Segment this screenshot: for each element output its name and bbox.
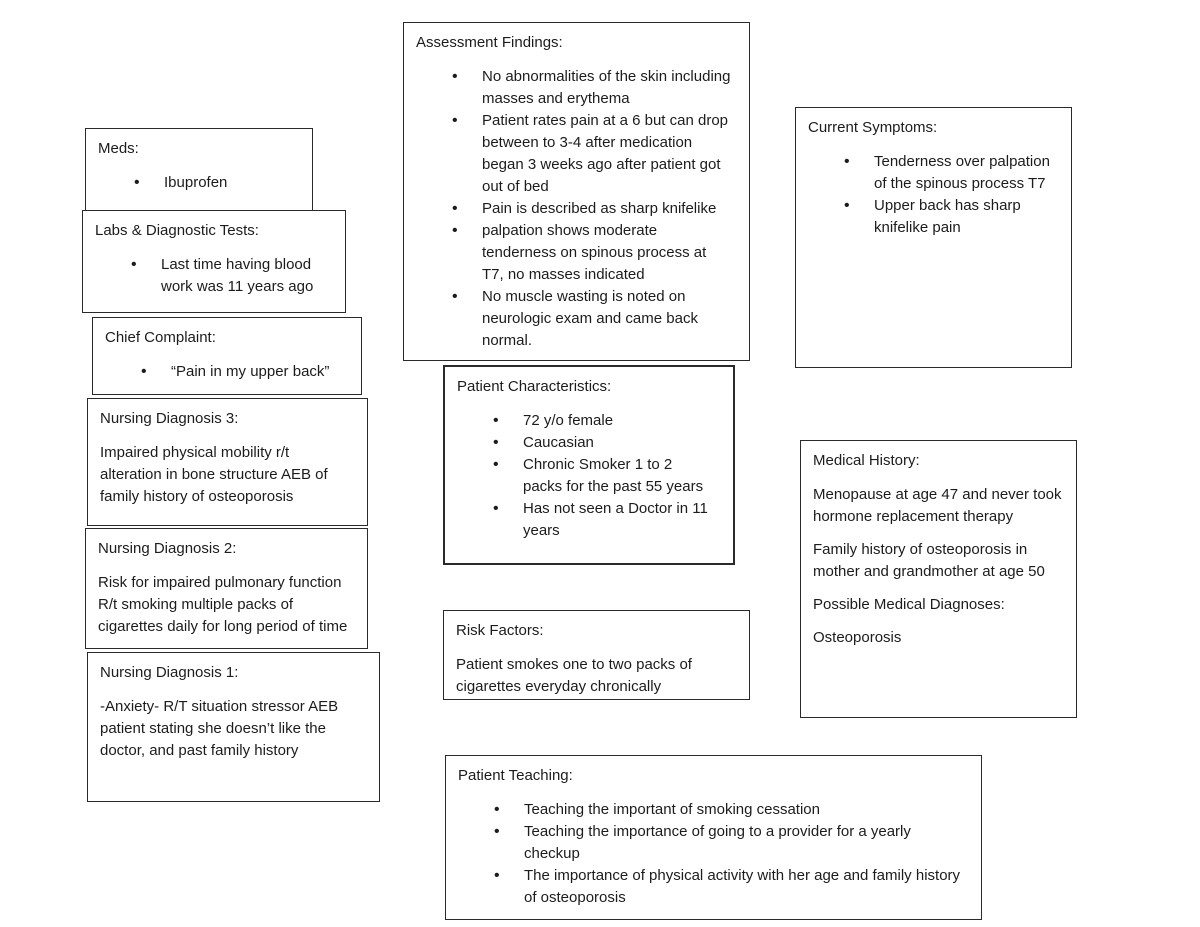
bullet-item: Pain is described as sharp knifelike — [452, 198, 731, 220]
current-symptoms-bullet-list: Tenderness over palpation of the spinous… — [808, 151, 1059, 239]
risk-factors-text: Patient smokes one to two packs of cigar… — [456, 654, 737, 698]
labs-title: Labs & Diagnostic Tests: — [95, 222, 259, 239]
current-symptoms-title: Current Symptoms: — [808, 119, 938, 136]
risk-factors-title: Risk Factors: — [456, 622, 544, 639]
medical-history-title: Medical History: — [813, 452, 920, 469]
nursing-diagnosis-1-title: Nursing Diagnosis 1: — [100, 664, 239, 681]
assessment-findings-bullet-list: No abnormalities of the skin including m… — [416, 66, 737, 352]
assessment-findings-title: Assessment Findings: — [416, 34, 563, 51]
bullet-item: Teaching the importance of going to a pr… — [494, 821, 963, 865]
bullet-item: 72 y/o female — [493, 410, 715, 432]
bullet-item: Ibuprofen — [134, 172, 294, 194]
paragraph: Impaired physical mobility r/t alteratio… — [100, 444, 328, 505]
chief-complaint-title: Chief Complaint: — [105, 329, 216, 346]
bullet-item: Caucasian — [493, 432, 715, 454]
nursing-diagnosis-2-title: Nursing Diagnosis 2: — [98, 540, 237, 557]
paragraph: Risk for impaired pulmonary function R/t… — [98, 574, 348, 635]
assessment-findings-box: Assessment Findings: No abnormalities of… — [403, 22, 750, 361]
nursing-diagnosis-2-text: Risk for impaired pulmonary function R/t… — [98, 572, 355, 638]
bullet-item: Upper back has sharp knifelike pain — [844, 195, 1053, 239]
patient-teaching-box: Patient Teaching: Teaching the important… — [445, 755, 982, 920]
bullet-item: Last time having blood work was 11 years… — [131, 254, 327, 298]
patient-characteristics-title: Patient Characteristics: — [457, 378, 612, 395]
chief-complaint-box: Chief Complaint: “Pain in my upper back” — [92, 317, 362, 395]
bullet-item: The importance of physical activity with… — [494, 865, 963, 909]
nursing-diagnosis-1-text: -Anxiety- R/T situation stressor AEB pat… — [100, 696, 367, 762]
paragraph: Menopause at age 47 and never took hormo… — [813, 486, 1062, 525]
bullet-item: Chronic Smoker 1 to 2 packs for the past… — [493, 454, 715, 498]
medical-history-box: Medical History: Menopause at age 47 and… — [800, 440, 1077, 718]
meds-bullet-list: Ibuprofen — [98, 172, 300, 194]
risk-factors-box: Risk Factors: Patient smokes one to two … — [443, 610, 750, 700]
nursing-diagnosis-3-text: Impaired physical mobility r/t alteratio… — [100, 442, 355, 508]
current-symptoms-box: Current Symptoms: Tenderness over palpat… — [795, 107, 1072, 368]
medical-history-text: Menopause at age 47 and never took hormo… — [813, 484, 1064, 649]
patient-characteristics-bullet-list: 72 y/o femaleCaucasianChronic Smoker 1 t… — [457, 410, 721, 542]
labs-bullet-list: Last time having blood work was 11 years… — [95, 254, 333, 298]
paragraph: Possible Medical Diagnoses: — [813, 596, 1005, 613]
nursing-diagnosis-3-box: Nursing Diagnosis 3: Impaired physical m… — [87, 398, 368, 526]
patient-teaching-title: Patient Teaching: — [458, 767, 573, 784]
paragraph: Patient smokes one to two packs of cigar… — [456, 656, 692, 695]
paragraph: -Anxiety- R/T situation stressor AEB pat… — [100, 698, 339, 759]
paragraph: Family history of osteoporosis in mother… — [813, 541, 1045, 580]
bullet-item: Tenderness over palpation of the spinous… — [844, 151, 1053, 195]
nursing-diagnosis-3-title: Nursing Diagnosis 3: — [100, 410, 239, 427]
paragraph: Osteoporosis — [813, 629, 902, 646]
labs-diagnostic-tests-box: Labs & Diagnostic Tests: Last time havin… — [82, 210, 346, 313]
patient-characteristics-box: Patient Characteristics: 72 y/o femaleCa… — [443, 365, 735, 565]
bullet-item: Teaching the important of smoking cessat… — [494, 799, 963, 821]
bullet-item: No muscle wasting is noted on neurologic… — [452, 286, 731, 352]
patient-teaching-bullet-list: Teaching the important of smoking cessat… — [458, 799, 969, 909]
bullet-item: Patient rates pain at a 6 but can drop b… — [452, 110, 731, 198]
bullet-item: Has not seen a Doctor in 11 years — [493, 498, 715, 542]
nursing-diagnosis-1-box: Nursing Diagnosis 1: -Anxiety- R/T situa… — [87, 652, 380, 802]
nursing-diagnosis-2-box: Nursing Diagnosis 2: Risk for impaired p… — [85, 528, 368, 649]
bullet-item: palpation shows moderate tenderness on s… — [452, 220, 731, 286]
bullet-item: “Pain in my upper back” — [141, 361, 343, 383]
meds-title: Meds: — [98, 140, 139, 157]
bullet-item: No abnormalities of the skin including m… — [452, 66, 731, 110]
chief-complaint-bullet-list: “Pain in my upper back” — [105, 361, 349, 383]
